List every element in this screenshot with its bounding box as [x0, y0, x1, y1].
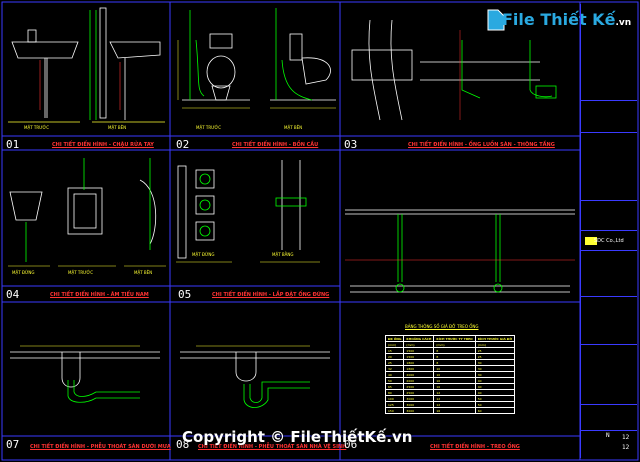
spec-table: ĐK ỐNG KHOẢNG CÁCH KÍCH THƯỚC TY TREO KÍ… — [384, 335, 515, 414]
view-label: MẶT ĐỨNG — [12, 270, 35, 275]
panel-number: 03 — [344, 138, 358, 151]
company-logo-icon — [585, 237, 597, 245]
panel-number: 07 — [6, 438, 20, 451]
spec-table-title: BẢNG THÔNG SỐ GIÁ ĐỠ TREO ỐNG — [405, 324, 479, 329]
panel-number: 04 — [6, 288, 20, 301]
panel-caption: CHI TIẾT ĐIỂN HÌNH - ỐNG LUỒN SÀN - THÔN… — [408, 142, 555, 148]
panel-number: 01 — [6, 138, 20, 151]
view-label: MẶT BÊN — [284, 125, 303, 130]
panel-number: 06 — [344, 438, 358, 451]
view-label: MẶT BÊN — [134, 270, 153, 275]
panel-caption: CHI TIẾT ĐIỂN HÌNH - PHỄU THOÁT SÀN DƯỚI… — [30, 444, 171, 450]
title-block — [580, 4, 637, 458]
panel-caption: CHI TIẾT ĐIỂN HÌNH - ÂM TIỂU NAM — [50, 292, 149, 298]
sheet-label: N — [606, 432, 610, 439]
panel-caption: CHI TIẾT ĐIỂN HÌNH - TREO ỐNG — [430, 444, 520, 450]
panel-caption: CHI TIẾT ĐIỂN HÌNH - CHẬU RỬA TAY — [52, 142, 154, 148]
view-label: MẶT BẰNG — [272, 252, 294, 257]
sheet-total: 12 — [622, 444, 630, 451]
logo-text: File Thiết Kế — [502, 10, 616, 29]
company-name: SDC Co.,Ltd — [594, 238, 624, 244]
logo-suffix: .vn — [615, 18, 632, 28]
panel-caption: CHI TIẾT ĐIỂN HÌNH - PHỄU THOÁT SÀN NHÀ … — [198, 444, 347, 450]
file-icon — [487, 9, 505, 31]
panel-caption: CHI TIẾT ĐIỂN HÌNH - BỒN CẦU — [232, 142, 319, 148]
panel-number: 05 — [178, 288, 192, 301]
table-cell: 3000 — [403, 407, 435, 414]
table-cell: 16 — [433, 407, 476, 414]
panel-number: 02 — [176, 138, 190, 151]
copyright-watermark: Copyright © FileThiếtKế.vn — [182, 428, 413, 446]
view-label: MẶT TRƯỚC — [24, 125, 50, 130]
panel-number: 08 — [176, 438, 190, 451]
table-cell: 150 — [384, 407, 405, 414]
sheet-number: 12 — [622, 434, 630, 441]
view-label: MẶT TRƯỚC — [68, 270, 94, 275]
view-label: MẶT TRƯỚC — [196, 125, 222, 130]
panel-caption: CHI TIẾT ĐIỂN HÌNH - LẮP ĐẶT ỐNG ĐỨNG — [212, 292, 330, 298]
site-logo: File Thiết Kế.vn — [486, 6, 631, 42]
view-label: MẶT ĐỨNG — [192, 252, 215, 257]
table-cell: 60 — [474, 407, 515, 414]
view-label: MẶT BÊN — [108, 125, 127, 130]
